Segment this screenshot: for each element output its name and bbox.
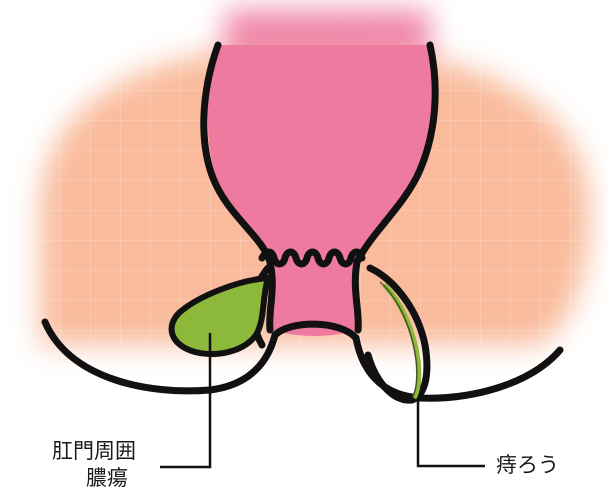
label-perianal-abscess-line1: 肛門周囲 [52, 438, 136, 464]
label-perianal-abscess-line2: 膿瘍 [86, 465, 128, 491]
label-anal-fistula: 痔ろう [496, 452, 559, 478]
